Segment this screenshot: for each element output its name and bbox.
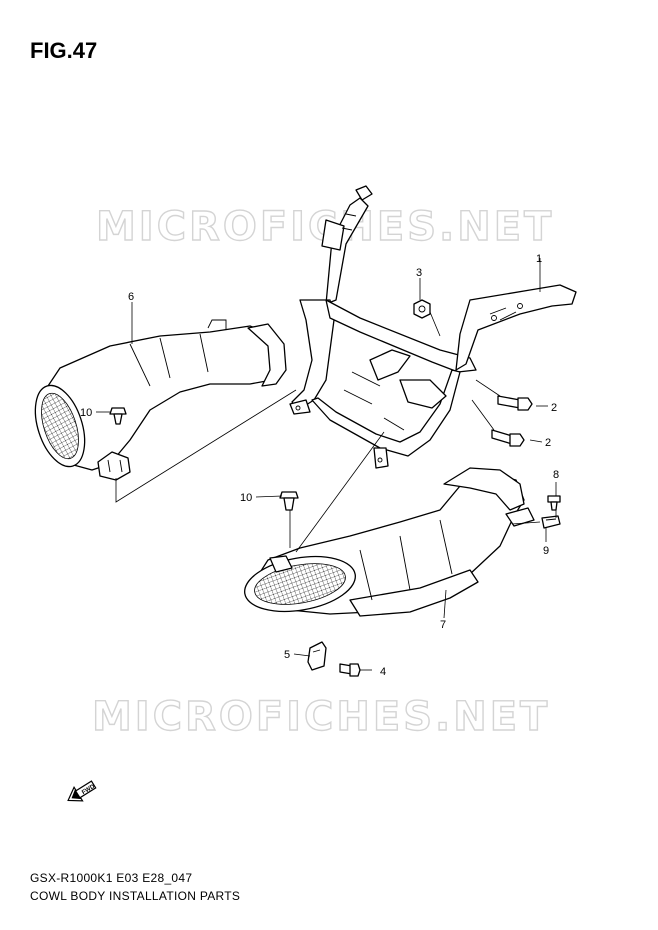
watermark-bottom: MICROFICHES.NET <box>92 694 550 740</box>
part-9-clip-nut <box>541 515 561 529</box>
callout-7: 7 <box>440 619 446 631</box>
part-2-bolt-lower <box>491 429 525 447</box>
figure-description: COWL BODY INSTALLATION PARTS <box>30 889 241 903</box>
callout-10-right: 10 <box>240 492 252 504</box>
fwd-arrow-icon: FWD <box>67 780 97 802</box>
part-10-rivet-right <box>279 491 299 511</box>
part-2-bolt-upper <box>497 395 533 411</box>
leader-lines <box>96 258 557 671</box>
callout-2-upper: 2 <box>551 402 557 414</box>
callout-5: 5 <box>284 649 290 661</box>
callout-4: 4 <box>380 666 386 678</box>
part-6-left-intake-duct <box>34 319 287 481</box>
callout-3: 3 <box>416 267 422 279</box>
figure-code: GSX-R1000K1 E03 E28_047 <box>30 871 193 885</box>
part-4-bolt <box>339 663 361 677</box>
part-7-right-intake-duct <box>244 467 535 617</box>
callout-8: 8 <box>553 469 559 481</box>
figure-title: FIG.47 <box>30 38 98 63</box>
callout-10-left: 10 <box>80 407 92 419</box>
callout-6: 6 <box>128 291 134 303</box>
part-8-screw <box>547 495 561 511</box>
callout-9: 9 <box>543 545 549 557</box>
part-1-cowl-bracket <box>289 185 577 469</box>
part-10-rivet-left <box>109 407 127 425</box>
callout-2-lower: 2 <box>545 437 551 449</box>
callout-1: 1 <box>536 253 542 265</box>
part-5-bracket-clip <box>307 641 327 671</box>
part-3-nut <box>413 299 431 319</box>
